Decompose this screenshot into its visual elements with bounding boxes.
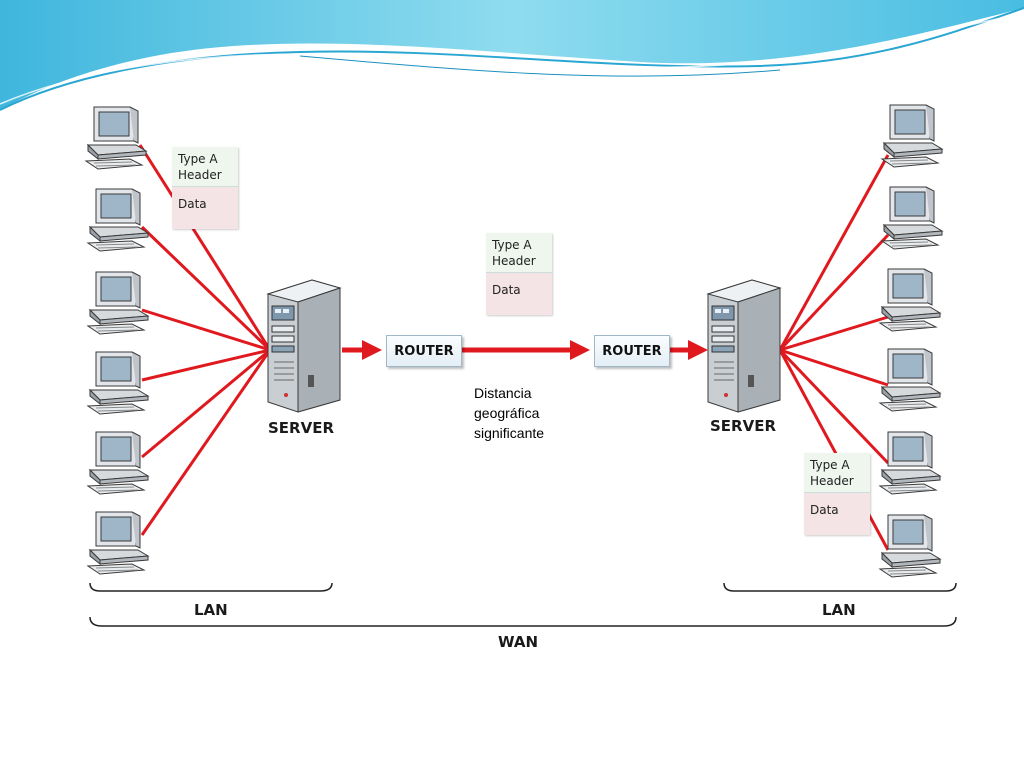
computer-icon [87, 351, 149, 415]
computer-icon [85, 106, 147, 170]
computer-icon [881, 186, 943, 250]
packet-data: Data [178, 197, 207, 211]
link-line [141, 308, 271, 352]
packet-header: Type A Header [172, 147, 238, 187]
link-line [779, 315, 889, 352]
computer-icon [879, 268, 941, 332]
lan-left-brace [89, 582, 333, 592]
lan-left-label: LAN [194, 601, 228, 619]
computer-icon [87, 511, 149, 575]
link-line [138, 144, 272, 351]
lan-right-label: LAN [822, 601, 856, 619]
computer-icon [879, 431, 941, 495]
computer-icon [87, 188, 149, 252]
server-right-label: SERVER [710, 417, 777, 435]
link-line [778, 348, 890, 465]
packet-data: Data [810, 503, 839, 517]
link-line [778, 233, 890, 352]
server-left-label: SERVER [268, 419, 335, 437]
wan-brace [89, 616, 957, 627]
link-line [140, 225, 272, 352]
right-computers [879, 104, 943, 578]
server-icon [707, 279, 781, 413]
link-line [140, 349, 272, 536]
header-wave-decoration [0, 0, 1024, 111]
link-line [778, 154, 890, 351]
link-line [141, 348, 271, 459]
computer-icon [879, 348, 941, 412]
computer-icon [881, 104, 943, 168]
packet-header: Type A Header [486, 233, 552, 273]
wan-diagram: Type A Header Data Type A Header Data Ty… [80, 95, 960, 655]
computer-icon [87, 271, 149, 335]
left-computers [85, 106, 149, 575]
computer-icon [879, 514, 941, 578]
link-line [778, 349, 890, 551]
distance-annotation: Distancia geográfica significante [474, 385, 545, 441]
link-line [779, 348, 889, 387]
packet-header: Type A Header [804, 453, 870, 493]
packet-middle: Type A Header Data [486, 233, 552, 315]
packet-left: Type A Header Data [172, 147, 238, 229]
wan-label: WAN [498, 633, 539, 651]
server-icon [267, 279, 341, 413]
lan-right-brace [723, 582, 957, 592]
computer-icon [87, 431, 149, 495]
packet-data: Data [492, 283, 521, 297]
left-lan-links [138, 144, 272, 536]
router-left: ROUTER [386, 335, 462, 367]
diagram-canvas [85, 104, 957, 627]
right-lan-links [778, 154, 890, 551]
packet-right: Type A Header Data [804, 453, 870, 535]
router-right: ROUTER [594, 335, 670, 367]
link-line [141, 348, 271, 382]
